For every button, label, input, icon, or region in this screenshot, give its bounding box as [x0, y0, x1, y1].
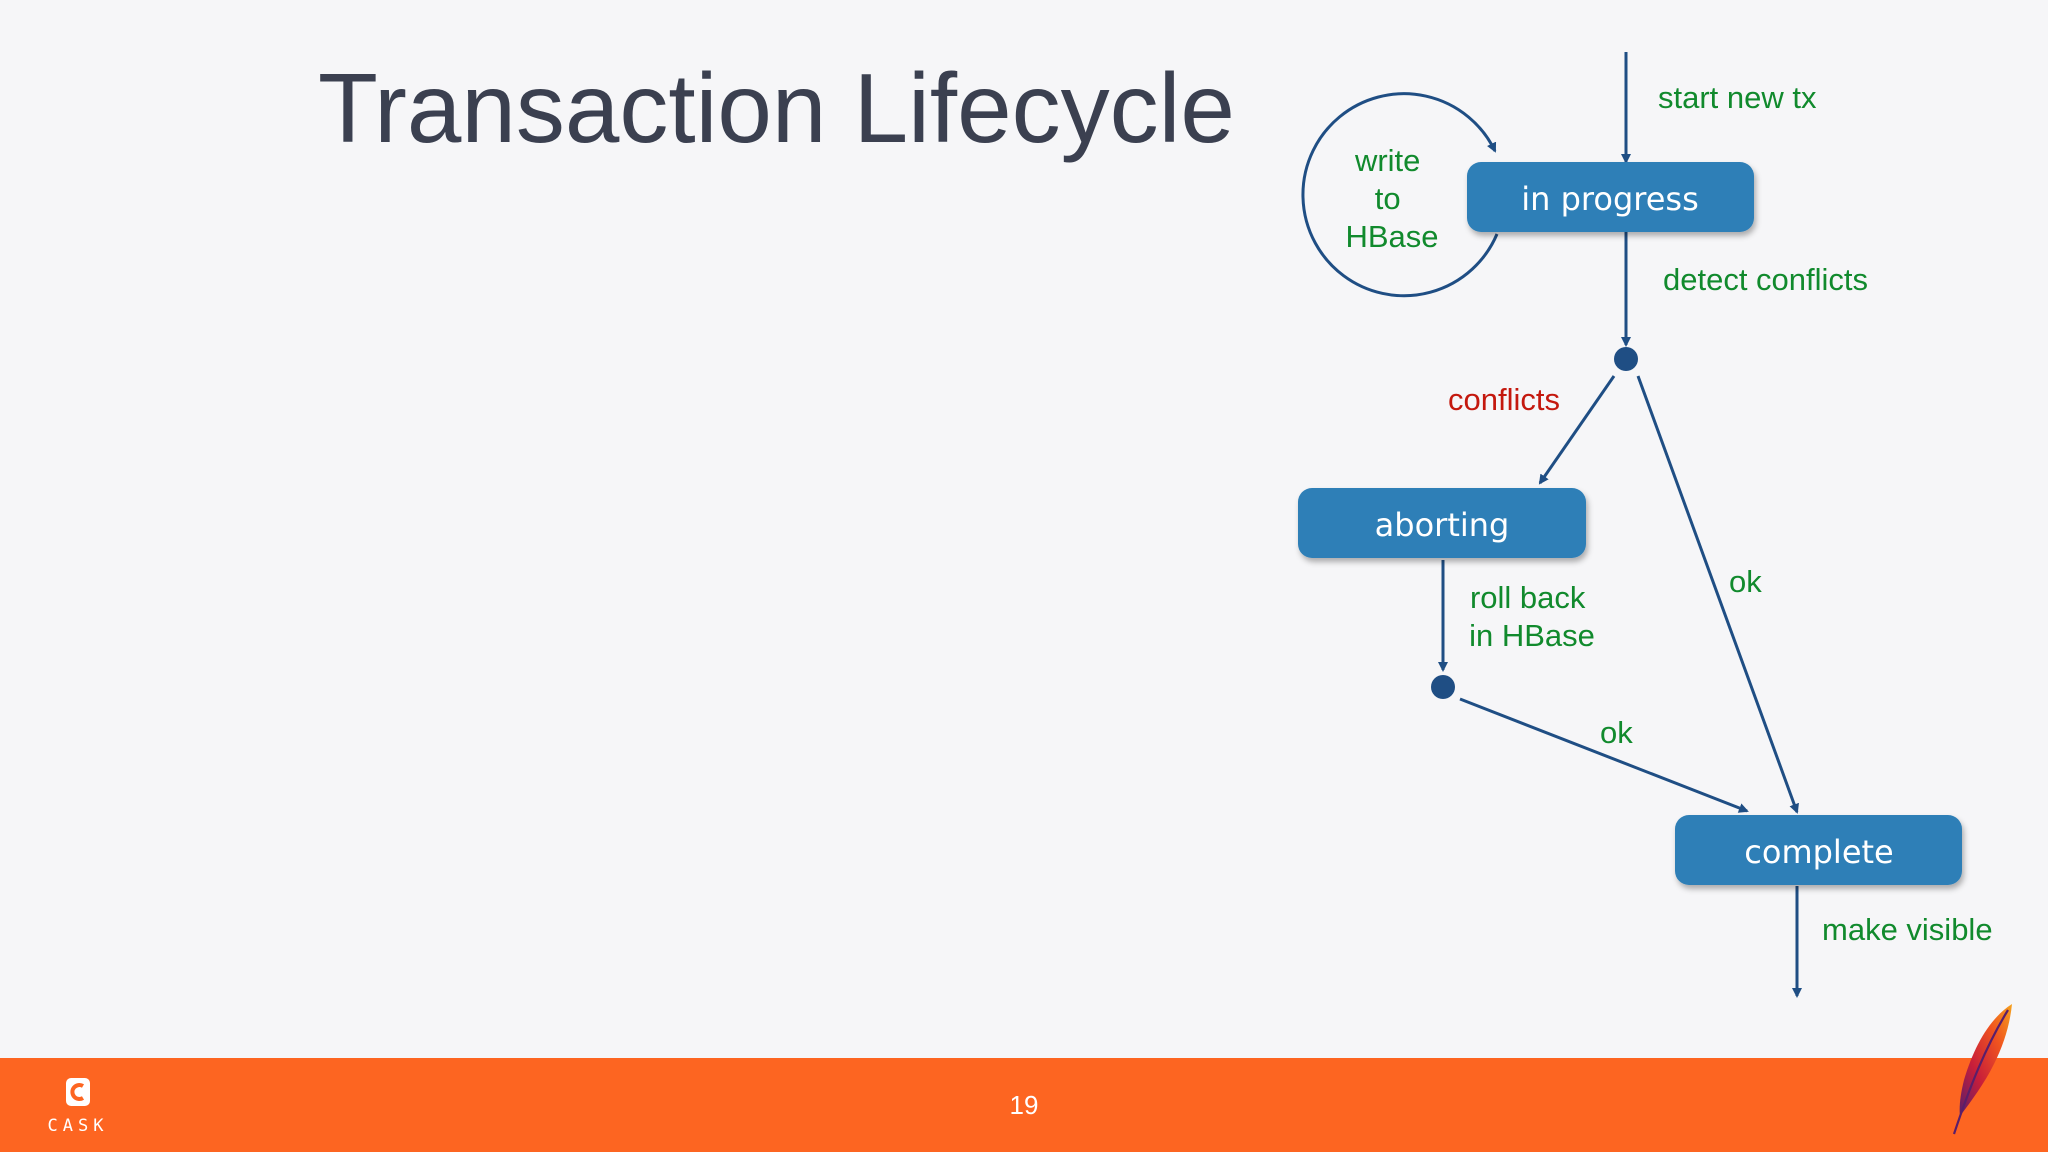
state-aborting: aborting: [1298, 488, 1586, 558]
state-in-progress: in progress: [1467, 162, 1754, 232]
footer-bar: CASK 19: [0, 1058, 2048, 1152]
cask-logo: CASK: [38, 1078, 118, 1138]
decision-point-rollback: [1431, 675, 1455, 699]
cask-c-icon: [66, 1078, 90, 1106]
label-ok-after-rollback: ok: [1600, 715, 1633, 750]
label-ok-direct: ok: [1729, 564, 1762, 599]
page-number: 19: [1009, 1090, 1039, 1120]
cask-wordmark: CASK: [47, 1116, 109, 1136]
state-complete: complete: [1675, 815, 1962, 885]
self-loop-arrow: [1301, 92, 1499, 298]
ok-rollback-arrow: [1459, 697, 1749, 813]
apache-feather-icon: [1952, 1004, 2012, 1135]
label-self-loop-line3: HBase: [1345, 219, 1438, 254]
label-rollback-line2: in HBase: [1469, 618, 1595, 653]
label-self-loop: write to HBase: [1345, 143, 1438, 254]
label-rollback-line1: roll back: [1470, 580, 1586, 615]
label-self-loop-line2: to: [1375, 181, 1401, 216]
state-aborting-label: aborting: [1375, 506, 1510, 544]
label-make-visible: make visible: [1822, 912, 1993, 947]
label-start-new-tx: start new tx: [1658, 80, 1817, 115]
page-title: Transaction Lifecycle: [318, 53, 1235, 163]
label-detect-conflicts: detect conflicts: [1663, 262, 1868, 297]
label-conflicts: conflicts: [1448, 382, 1560, 417]
ok-direct-arrow: [1636, 375, 1799, 814]
state-in-progress-label: in progress: [1521, 180, 1698, 218]
label-rollback: roll back in HBase: [1469, 580, 1595, 653]
label-self-loop-line1: write: [1354, 143, 1420, 178]
decision-point-detect: [1614, 347, 1638, 371]
state-complete-label: complete: [1744, 833, 1893, 871]
conflicts-arrow: [1538, 375, 1616, 485]
